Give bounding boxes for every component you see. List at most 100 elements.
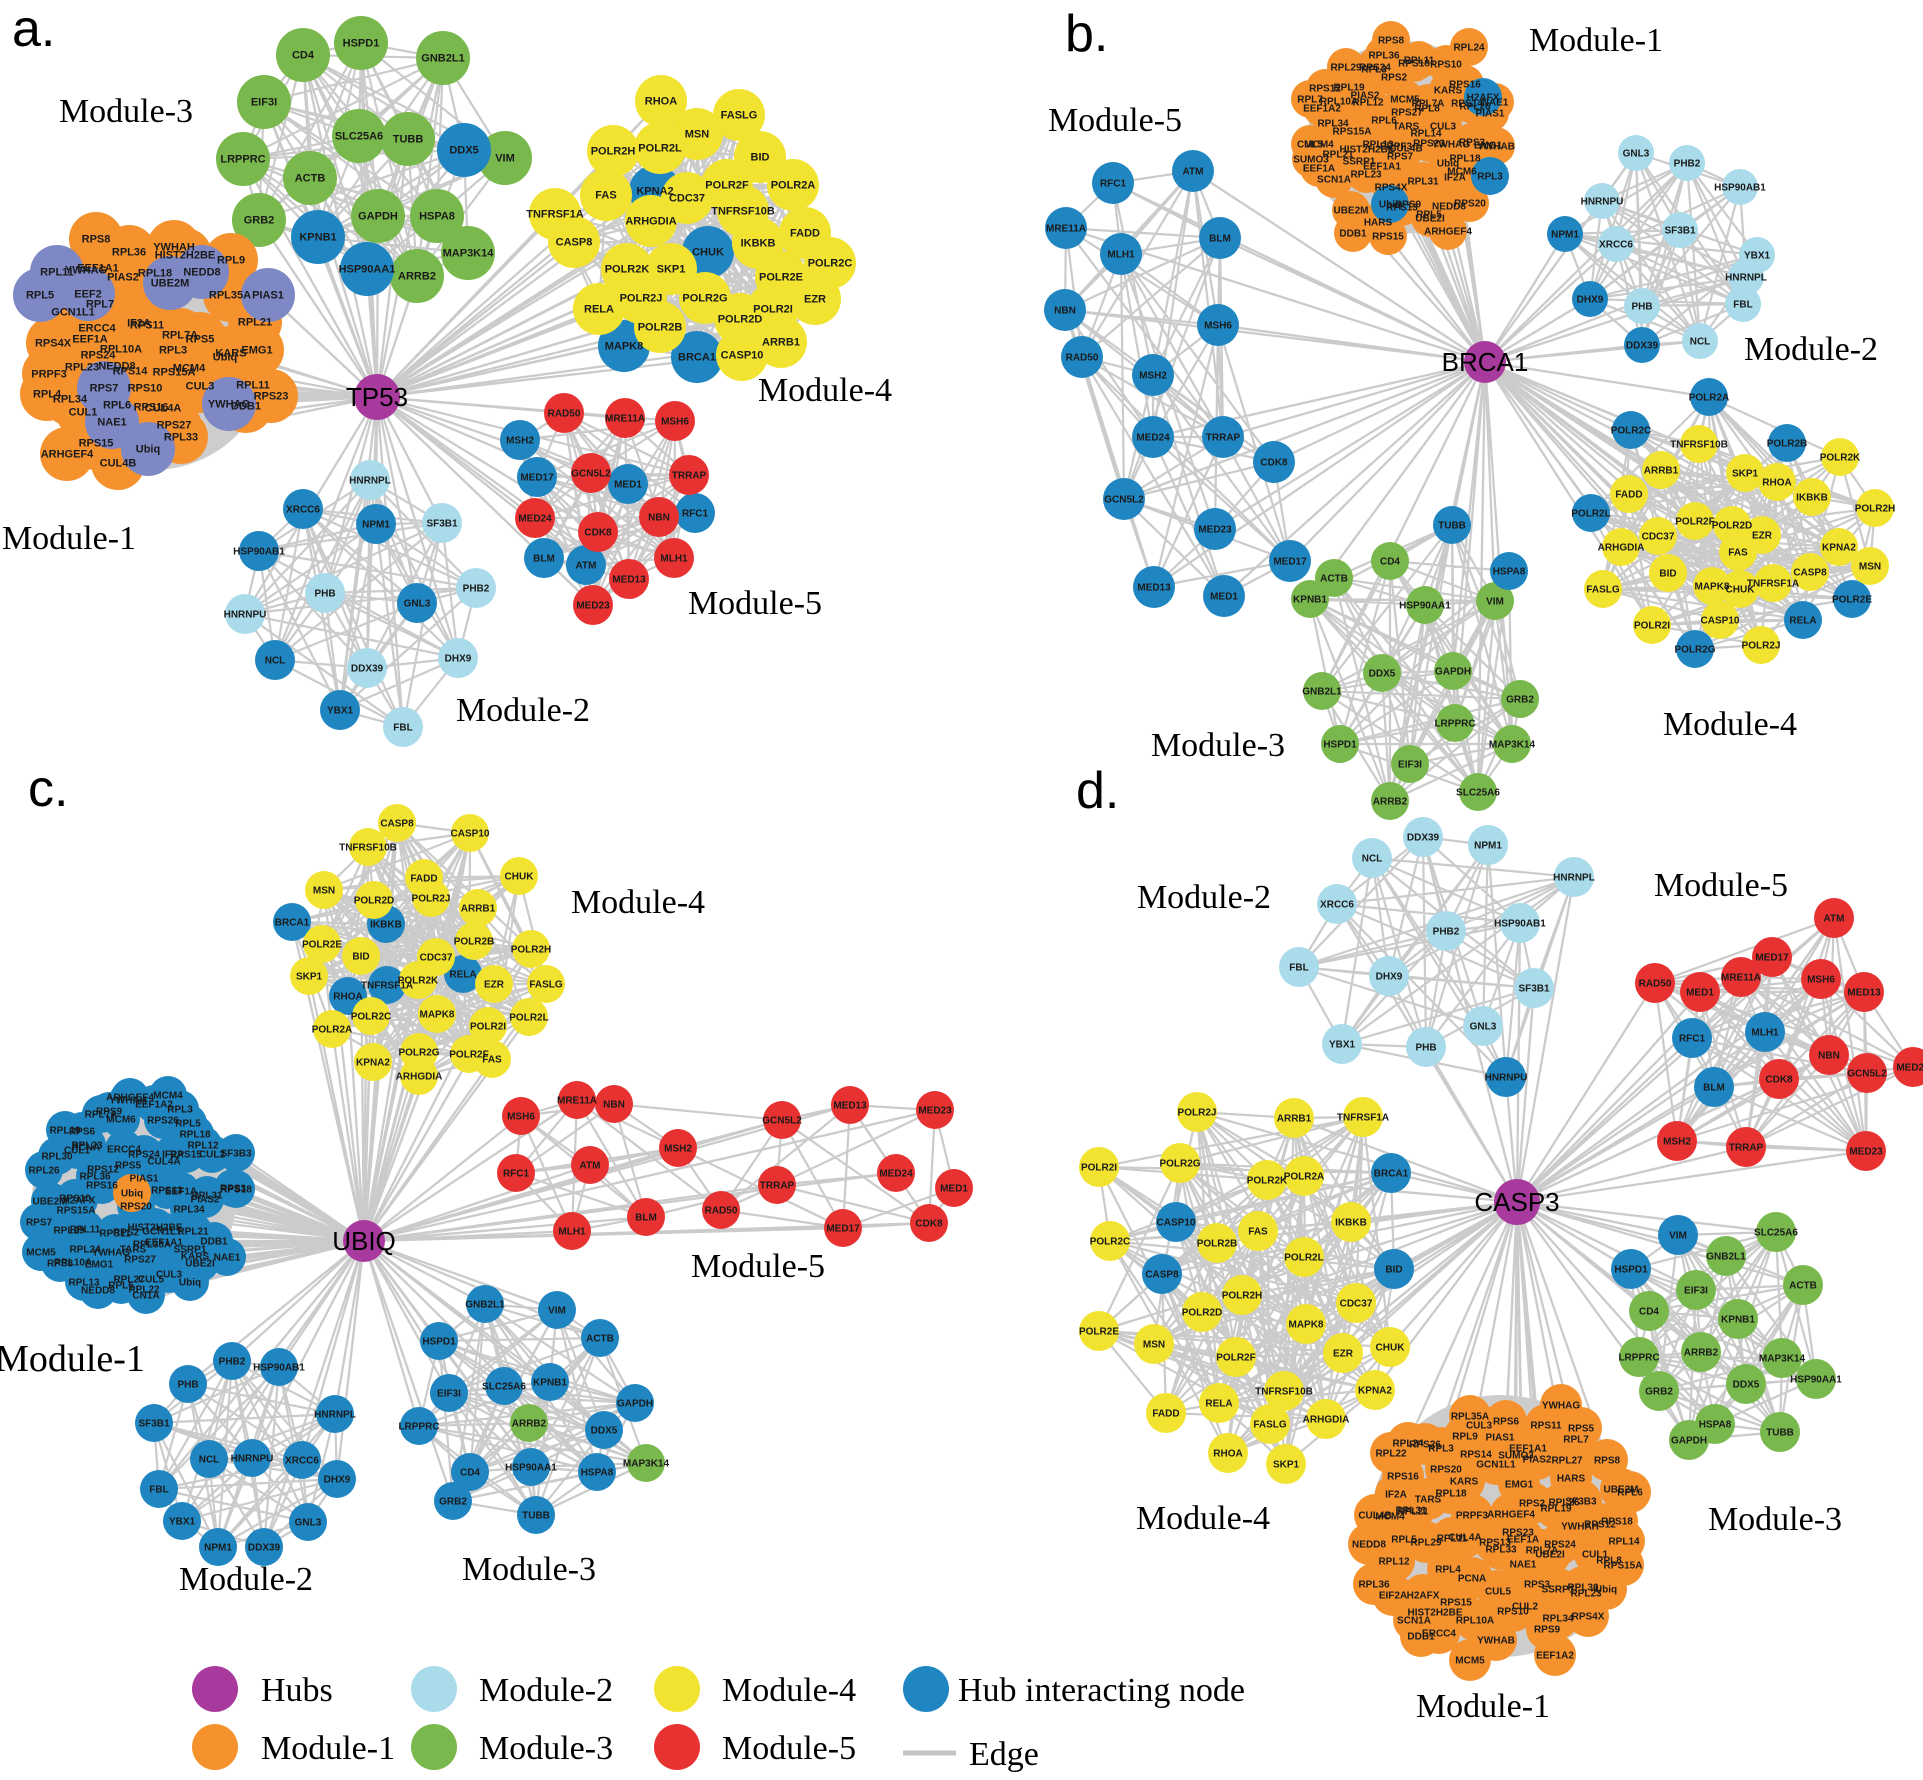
svg-text:RPL11: RPL11 — [40, 267, 74, 279]
svg-text:MSH2: MSH2 — [1663, 1137, 1691, 1148]
svg-text:RPS10: RPS10 — [128, 383, 163, 395]
svg-text:CUL4A: CUL4A — [145, 403, 182, 415]
svg-text:GCN5L2: GCN5L2 — [1847, 1069, 1887, 1080]
svg-text:RPS3: RPS3 — [1524, 1580, 1551, 1591]
svg-text:SLC25A6: SLC25A6 — [335, 131, 383, 143]
svg-text:CN1A: CN1A — [132, 1291, 159, 1302]
svg-text:SF3B1: SF3B1 — [1664, 226, 1696, 237]
svg-text:RPS11: RPS11 — [130, 320, 164, 332]
svg-text:TARS: TARS — [120, 1245, 147, 1256]
svg-text:SF3B1: SF3B1 — [426, 519, 458, 530]
svg-text:HNRNPL: HNRNPL — [1553, 873, 1595, 884]
svg-text:CASP3: CASP3 — [1474, 1187, 1559, 1217]
svg-text:BLM: BLM — [1703, 1083, 1725, 1094]
svg-text:GAPDH: GAPDH — [1671, 1436, 1707, 1447]
svg-text:b.: b. — [1065, 5, 1108, 63]
svg-text:Module-3: Module-3 — [59, 93, 193, 130]
svg-text:TARS: TARS — [1415, 1495, 1442, 1506]
svg-text:RPS3: RPS3 — [220, 1184, 247, 1195]
svg-text:HARS: HARS — [1557, 1474, 1586, 1485]
svg-text:Hub interacting node: Hub interacting node — [958, 1672, 1245, 1709]
svg-text:DDB1: DDB1 — [1407, 1632, 1435, 1643]
svg-text:RPL14: RPL14 — [1608, 1537, 1640, 1548]
svg-text:RPS18: RPS18 — [1601, 1517, 1633, 1528]
svg-text:RPL13: RPL13 — [1362, 140, 1394, 151]
svg-text:POLR2G: POLR2G — [398, 1048, 439, 1059]
svg-text:POLR2A: POLR2A — [1689, 393, 1730, 404]
svg-text:RPS2: RPS2 — [113, 1228, 140, 1239]
svg-text:TUBB: TUBB — [1766, 1428, 1794, 1439]
svg-text:MAPK8: MAPK8 — [1694, 582, 1729, 593]
svg-text:RPS16: RPS16 — [1449, 80, 1481, 91]
svg-text:KPNB1: KPNB1 — [1721, 1315, 1755, 1326]
svg-text:RPL33: RPL33 — [1485, 1545, 1517, 1556]
svg-text:MRE11A: MRE11A — [557, 1096, 597, 1107]
svg-text:PIAS1: PIAS1 — [1486, 1433, 1515, 1444]
svg-text:ARHGEF4: ARHGEF4 — [1487, 1510, 1535, 1521]
svg-text:RFC1: RFC1 — [1679, 1034, 1706, 1045]
svg-text:RPL7A: RPL7A — [1526, 1546, 1559, 1557]
svg-text:POLR2F: POLR2F — [1216, 1353, 1255, 1364]
svg-text:RPS15: RPS15 — [1372, 232, 1404, 243]
svg-text:POLR2I: POLR2I — [1634, 621, 1670, 632]
svg-text:TUBB: TUBB — [393, 134, 424, 146]
svg-text:CDC37: CDC37 — [669, 193, 705, 205]
svg-text:MCM5: MCM5 — [26, 1248, 56, 1259]
svg-text:EZR: EZR — [804, 294, 826, 306]
svg-text:MRE11A: MRE11A — [1046, 224, 1086, 235]
svg-text:SF3B1: SF3B1 — [138, 1419, 170, 1430]
svg-text:IKBKB: IKBKB — [370, 920, 402, 931]
svg-text:CD4: CD4 — [292, 50, 315, 62]
svg-text:CDC37: CDC37 — [1340, 1299, 1373, 1310]
svg-text:MED17: MED17 — [826, 1224, 860, 1235]
svg-text:PIAS1: PIAS1 — [130, 1174, 159, 1185]
svg-text:RELA: RELA — [1205, 1399, 1232, 1410]
svg-text:PHB: PHB — [1415, 1043, 1436, 1054]
svg-text:DDX5: DDX5 — [591, 1426, 618, 1437]
svg-text:d.: d. — [1076, 762, 1119, 820]
svg-text:RPL10A: RPL10A — [1456, 1616, 1494, 1627]
svg-text:CHUK: CHUK — [692, 247, 724, 259]
svg-text:CASP8: CASP8 — [1145, 1270, 1179, 1281]
svg-text:SLC25A6: SLC25A6 — [1754, 1228, 1798, 1239]
svg-text:RPS8: RPS8 — [82, 234, 111, 246]
svg-text:CASP10: CASP10 — [451, 829, 490, 840]
svg-text:Module-1: Module-1 — [2, 520, 136, 557]
svg-text:RFC1: RFC1 — [1100, 179, 1127, 190]
svg-text:POLR2A: POLR2A — [1284, 1172, 1325, 1183]
svg-text:RPL9: RPL9 — [217, 255, 245, 267]
svg-text:KARS: KARS — [1434, 86, 1463, 97]
svg-text:EZR: EZR — [484, 980, 505, 991]
svg-text:RPS15A: RPS15A — [153, 367, 196, 379]
svg-text:RPS20: RPS20 — [1430, 1465, 1462, 1476]
svg-text:SSRP1: SSRP1 — [1542, 1585, 1575, 1596]
svg-text:YBX1: YBX1 — [1329, 1040, 1356, 1051]
svg-text:BRCA1: BRCA1 — [678, 352, 716, 364]
svg-text:MLH1: MLH1 — [660, 554, 688, 565]
svg-text:ACTB: ACTB — [1789, 1281, 1817, 1292]
svg-text:BRCA1: BRCA1 — [275, 918, 310, 929]
svg-text:CDC37: CDC37 — [1642, 532, 1675, 543]
svg-text:MED17: MED17 — [520, 473, 554, 484]
svg-text:MSN: MSN — [1143, 1340, 1165, 1351]
svg-text:PIAS1: PIAS1 — [252, 290, 284, 302]
svg-text:ARHGDIA: ARHGDIA — [1303, 1415, 1350, 1426]
svg-text:RELA: RELA — [449, 970, 476, 981]
svg-text:RPL22: RPL22 — [128, 1285, 160, 1296]
svg-text:UBE2I: UBE2I — [1535, 1550, 1565, 1561]
svg-text:PIAS2: PIAS2 — [107, 272, 139, 284]
svg-text:RPS13: RPS13 — [1479, 1538, 1511, 1549]
svg-text:RPL3: RPL3 — [167, 1105, 193, 1116]
svg-text:NAE1: NAE1 — [1510, 1560, 1537, 1571]
svg-text:ARRB1: ARRB1 — [461, 904, 496, 915]
svg-text:RPS26: RPS26 — [147, 1116, 179, 1127]
svg-text:GCN1L1: GCN1L1 — [51, 307, 94, 319]
svg-text:MSH2: MSH2 — [506, 436, 534, 447]
svg-text:HSP90AA1: HSP90AA1 — [505, 1463, 557, 1474]
svg-text:RPL3: RPL3 — [1361, 65, 1387, 76]
svg-text:RPS20: RPS20 — [1454, 199, 1486, 210]
svg-text:FADD: FADD — [410, 874, 437, 885]
svg-text:RPL34: RPL34 — [1542, 1614, 1574, 1625]
svg-text:Module-5: Module-5 — [1654, 867, 1788, 904]
svg-text:TNFRSF1A: TNFRSF1A — [361, 981, 413, 992]
